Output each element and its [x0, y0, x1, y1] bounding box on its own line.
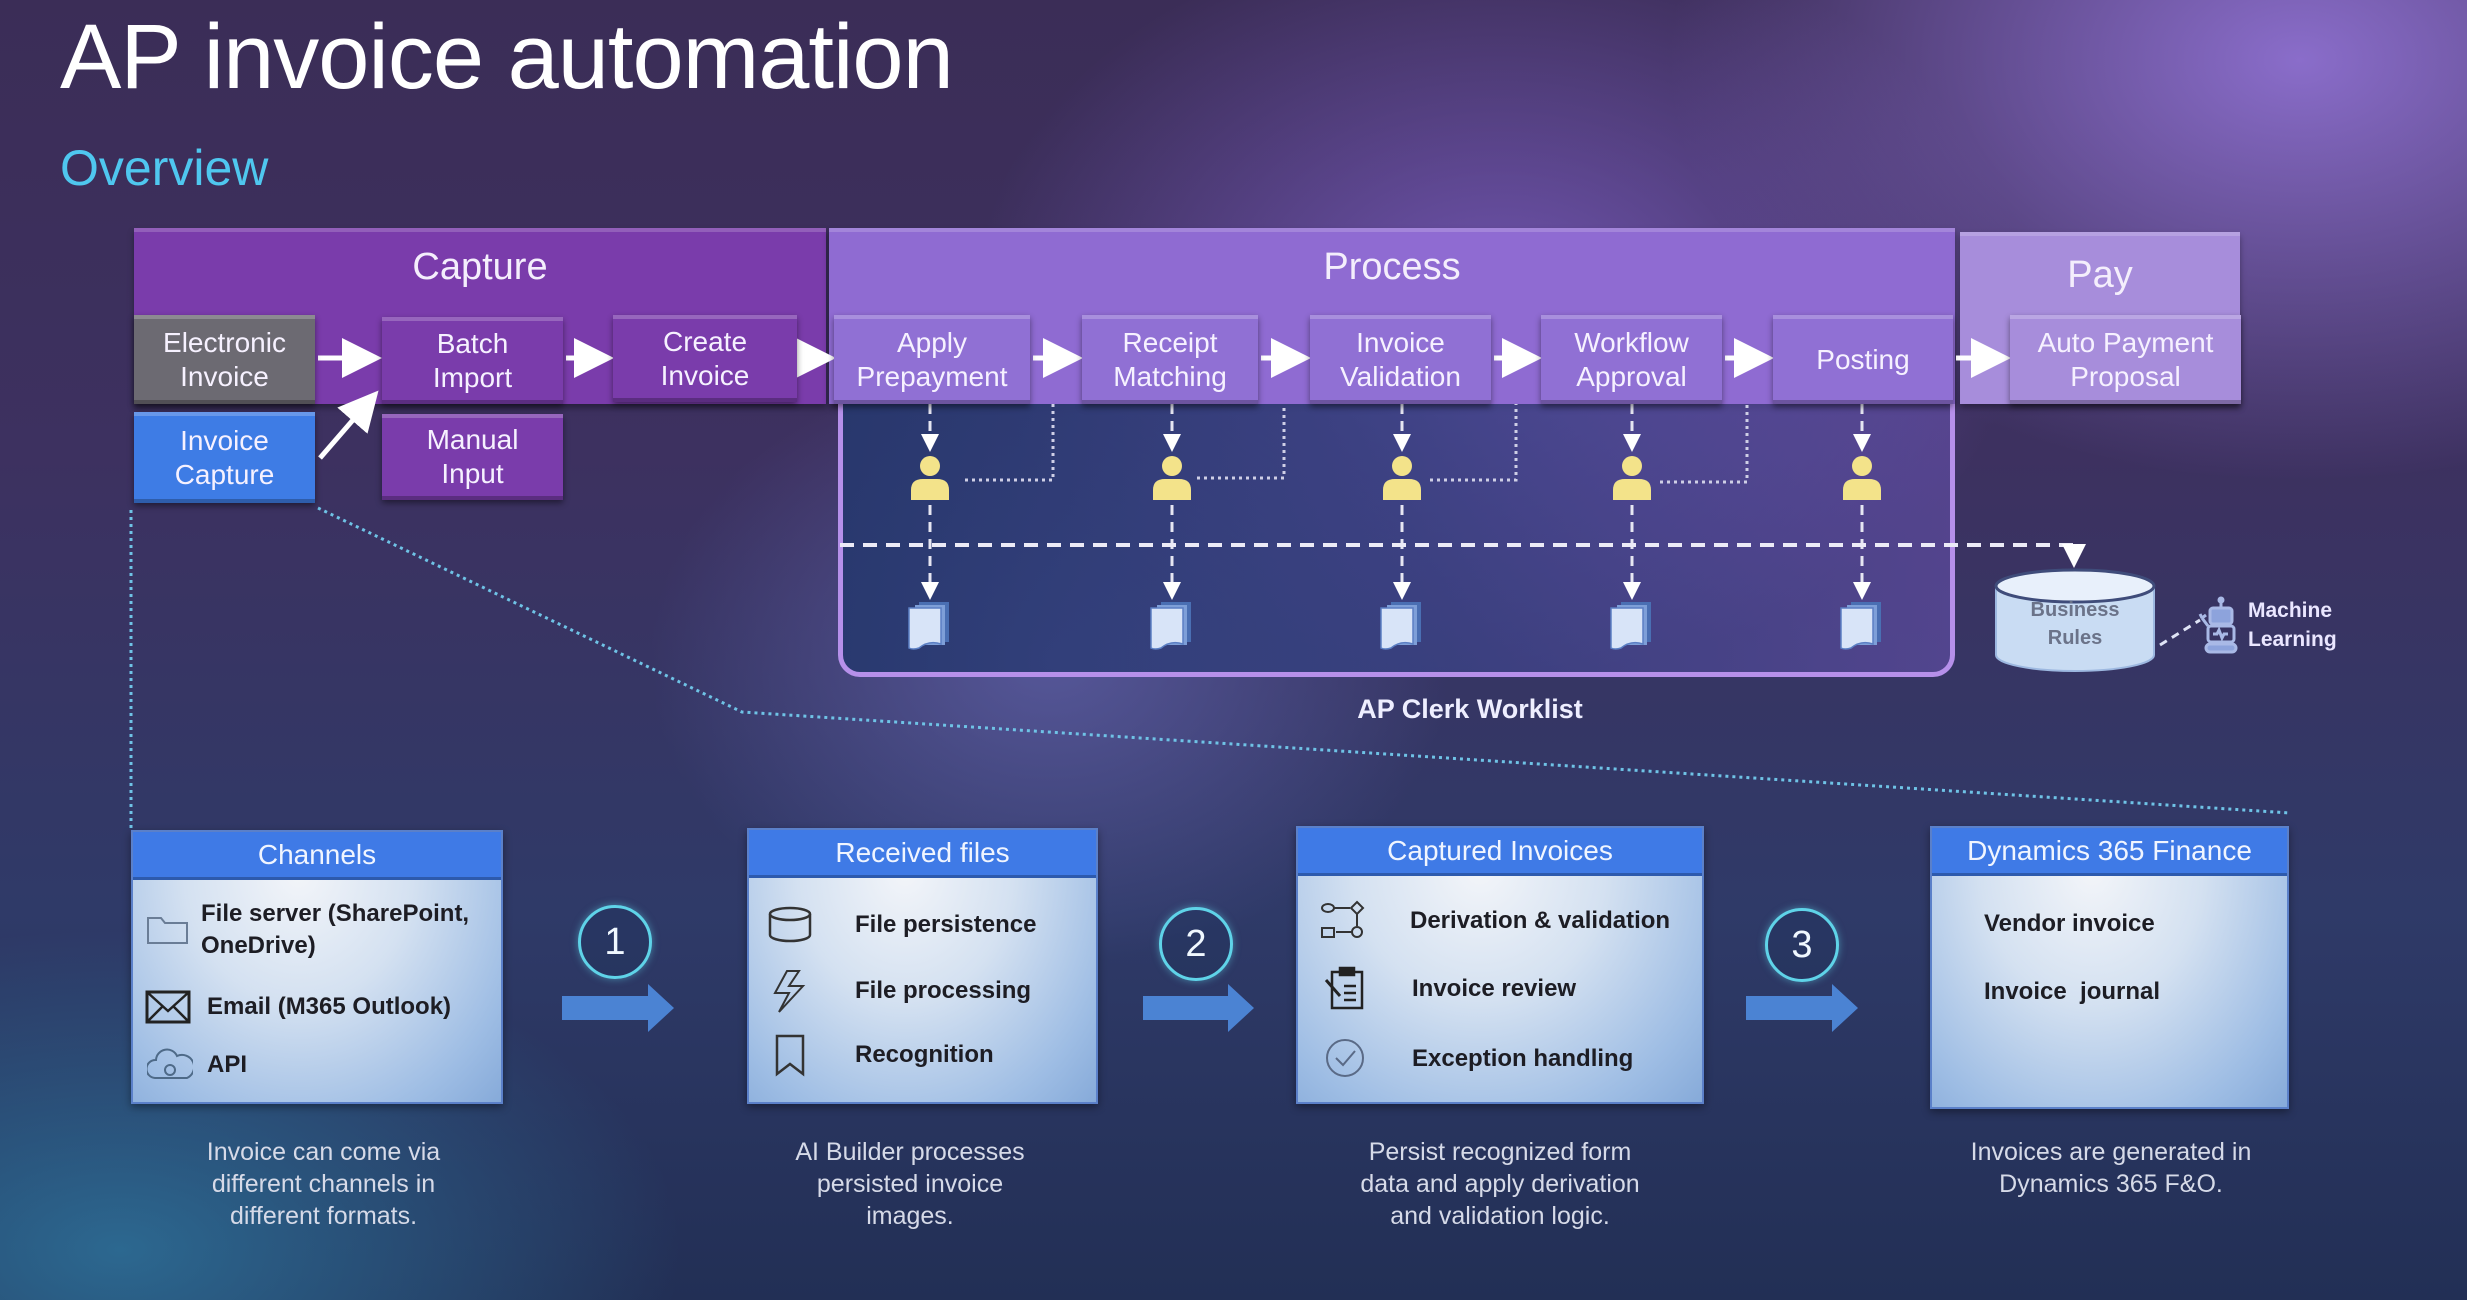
caption-channels: Invoice can come via different channels … — [206, 1138, 441, 1230]
received-item-file-persistence: File persistence — [767, 902, 1036, 948]
page-title: AP invoice automation — [60, 6, 954, 108]
flow-arrow-2 — [1143, 984, 1254, 1032]
step-number-1: 1 — [578, 905, 652, 979]
received-file-persistence-label: File persistence — [855, 911, 1037, 938]
d365-vendor-invoice-label: Vendor invoice — [1984, 910, 2155, 937]
card-channels-title: Channels — [133, 832, 501, 880]
channel-item-api: API — [147, 1042, 247, 1088]
caption-captured-invoices: Persist recognized form data and apply d… — [1360, 1138, 1640, 1230]
return-line-2 — [1197, 404, 1286, 480]
d365-item-vendor-invoice: Vendor invoice — [1984, 908, 2155, 940]
phase-capture-label: Capture — [412, 246, 548, 288]
channel-item-email: Email (M365 Outlook) — [145, 984, 451, 1030]
d365-invoice-journal-label: Invoice journal — [1984, 978, 2161, 1005]
card-captured-invoices: Captured Invoices Derivation & validatio… — [1296, 826, 1704, 1104]
envelope-icon — [145, 990, 191, 1024]
business-rules-label: Business Rules — [1994, 596, 2156, 652]
page-subtitle: Overview — [60, 140, 269, 196]
checkmark-circle-icon — [1326, 1039, 1364, 1077]
channel-file-server-line-1: File server (SharePoint, — [201, 900, 470, 927]
step-number-2: 2 — [1159, 907, 1233, 981]
person-icon — [1607, 452, 1657, 507]
robot-icon — [2198, 596, 2238, 654]
document-stack-icon — [1607, 600, 1657, 657]
step-posting: Posting — [1773, 315, 1953, 404]
card-received-files-title: Received files — [749, 830, 1096, 878]
step-manual-input: Manual Input — [382, 414, 563, 500]
captured-derivation-label: Derivation & validation — [1410, 907, 1671, 934]
return-line-3 — [1430, 404, 1518, 482]
channel-api-label: API — [207, 1051, 248, 1078]
machine-learning-label: Machine Learning — [2248, 596, 2337, 654]
callout-line-right — [317, 506, 2291, 815]
channel-item-file-server: File server (SharePoint, OneDrive) — [145, 898, 469, 962]
lightning-icon — [773, 970, 806, 1013]
person-icon — [1377, 452, 1427, 507]
document-stack-icon — [1377, 600, 1427, 657]
bookmark-icon — [775, 1034, 805, 1077]
captured-item-derivation: Derivation & validation — [1320, 898, 1670, 944]
business-rules-line-1: Business — [2030, 599, 2120, 621]
captured-exception-label: Exception handling — [1412, 1045, 1634, 1072]
database-icon — [768, 906, 812, 943]
captured-item-invoice-review: Invoice review — [1322, 966, 1576, 1012]
captured-item-exception: Exception handling — [1324, 1036, 1633, 1082]
cloud-sync-icon — [147, 1048, 193, 1079]
person-icon — [905, 452, 955, 507]
flow-arrow-1 — [562, 984, 674, 1032]
phase-pay-label: Pay — [2067, 254, 2133, 296]
card-captured-invoices-title: Captured Invoices — [1298, 828, 1702, 876]
received-file-processing-label: File processing — [855, 977, 1032, 1004]
ap-clerk-worklist-label: AP Clerk Worklist — [1357, 694, 1583, 724]
business-rules-database-icon — [1994, 568, 2156, 672]
folder-icon — [147, 917, 188, 944]
document-stack-icon — [1837, 600, 1887, 657]
d365-item-invoice-journal: Invoice journal — [1984, 976, 2160, 1008]
phase-process-label: Process — [1323, 246, 1461, 288]
step-apply-prepayment: Apply Prepayment — [834, 315, 1030, 404]
step-batch-import: Batch Import — [382, 317, 563, 404]
clipboard-icon — [1324, 966, 1364, 1010]
caption-dynamics-365: Invoices are generated in Dynamics 365 F… — [1970, 1138, 2252, 1198]
return-line-1 — [965, 404, 1055, 482]
business-rules-line-2: Rules — [2047, 627, 2103, 649]
step-electronic-invoice: Electronic Invoice — [134, 315, 315, 404]
machine-learning-line-2: Learning — [2248, 628, 2337, 651]
channel-email-label: Email (M365 Outlook) — [207, 993, 452, 1020]
received-recognition-label: Recognition — [855, 1041, 994, 1068]
card-dynamics-365-finance: Dynamics 365 Finance Vendor invoice Invo… — [1930, 826, 2289, 1109]
caption-received-files: AI Builder processes persisted invoice i… — [795, 1138, 1025, 1230]
card-received-files: Received files File persistence File pro… — [747, 828, 1098, 1104]
card-d365-title: Dynamics 365 Finance — [1932, 828, 2287, 876]
document-stack-icon — [1147, 600, 1197, 657]
step-invoice-capture: Invoice Capture — [134, 412, 315, 503]
arrow-capture-to-batch — [318, 390, 379, 460]
step-number-3: 3 — [1765, 908, 1839, 982]
dashed-rules-to-ml — [2159, 618, 2201, 647]
flow-arrow-3 — [1746, 984, 1858, 1032]
return-line-4 — [1660, 404, 1749, 484]
person-icon — [1837, 452, 1887, 507]
step-invoice-validation: Invoice Validation — [1310, 315, 1491, 404]
person-icon — [1147, 452, 1197, 507]
received-item-file-processing: File processing — [767, 968, 1031, 1014]
dashed-to-business-rules — [840, 543, 2086, 568]
card-channels: Channels File server (SharePoint, OneDri… — [131, 830, 503, 1104]
document-stack-icon — [905, 600, 955, 657]
step-auto-payment-proposal: Auto Payment Proposal — [2010, 315, 2241, 404]
channel-file-server-line-2: OneDrive) — [201, 932, 316, 959]
flowchart-icon — [1321, 900, 1365, 938]
machine-learning-line-1: Machine — [2248, 599, 2333, 622]
step-create-invoice: Create Invoice — [613, 315, 797, 402]
step-receipt-matching: Receipt Matching — [1082, 315, 1258, 404]
captured-invoice-review-label: Invoice review — [1412, 975, 1577, 1002]
received-item-recognition: Recognition — [767, 1032, 994, 1078]
step-workflow-approval: Workflow Approval — [1541, 315, 1722, 404]
